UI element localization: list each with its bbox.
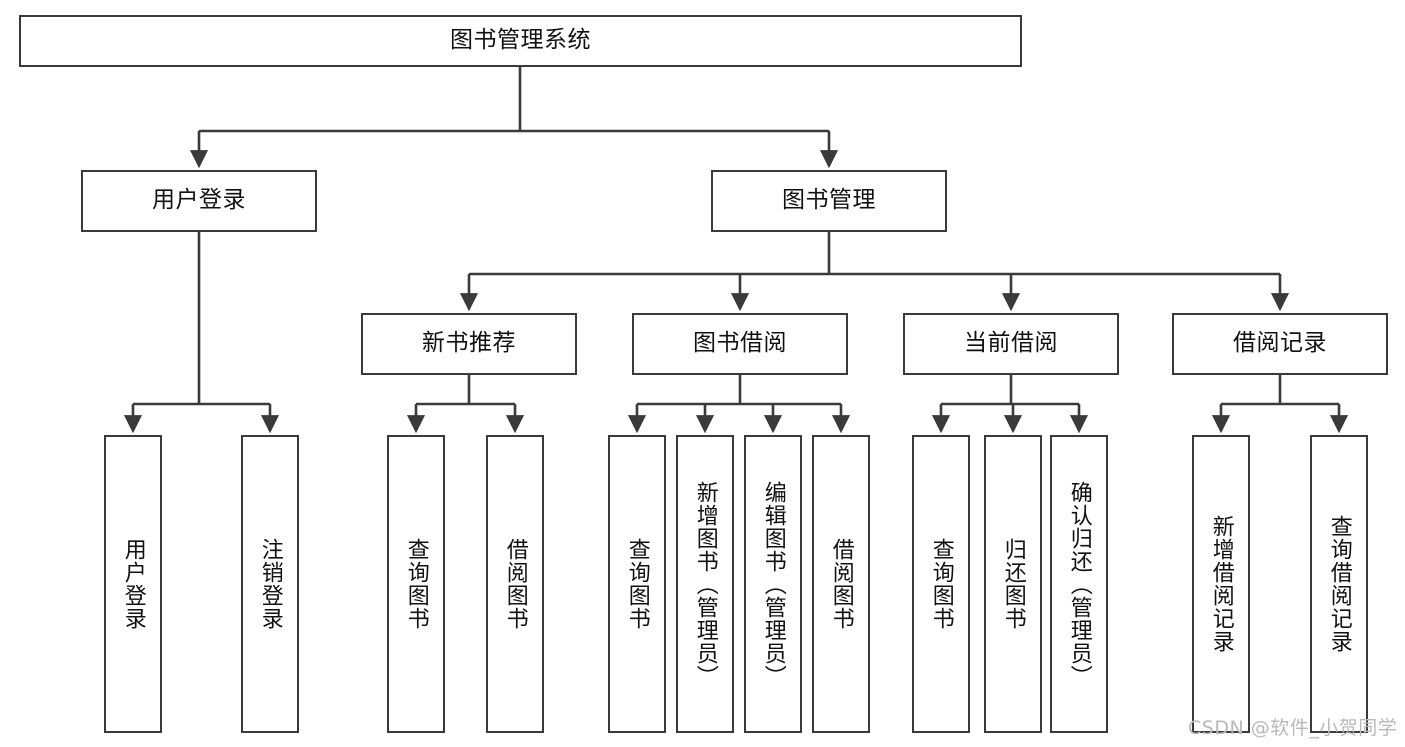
node-label: 图书借阅 (693, 330, 787, 357)
node-leaf-2[interactable]: 注销登录 (241, 435, 299, 733)
node-leaf-3[interactable]: 查询图书 (387, 435, 445, 733)
node-leaf-5[interactable]: 查询图书 (608, 435, 666, 733)
node-label: 图书管理系统 (450, 27, 591, 54)
node-leaf-6[interactable]: 新增图书（管理员） (676, 435, 734, 733)
node-login[interactable]: 用户登录 (81, 170, 317, 232)
node-label: 新增图书（管理员） (692, 480, 718, 688)
node-records[interactable]: 借阅记录 (1172, 313, 1388, 375)
node-label: 查询图书 (403, 538, 429, 630)
node-leaf-10[interactable]: 归还图书 (984, 435, 1042, 733)
node-label: 图书管理 (782, 187, 876, 214)
node-root[interactable]: 图书管理系统 (19, 15, 1022, 67)
node-label: 编辑图书（管理员） (760, 480, 786, 688)
node-leaf-4[interactable]: 借阅图书 (486, 435, 544, 733)
node-leaf-11[interactable]: 确认归还（管理员） (1050, 435, 1108, 733)
node-label: 新增借阅记录 (1208, 515, 1234, 653)
node-borrow[interactable]: 图书借阅 (632, 313, 848, 375)
node-leaf-1[interactable]: 用户登录 (104, 435, 162, 733)
node-bookmgmt[interactable]: 图书管理 (711, 170, 947, 232)
node-label: 注销登录 (257, 538, 283, 630)
node-label: 当前借阅 (964, 330, 1058, 357)
node-leaf-7[interactable]: 编辑图书（管理员） (744, 435, 802, 733)
node-label: 查询图书 (928, 538, 954, 630)
node-label: 确认归还（管理员） (1066, 480, 1092, 688)
node-label: 查询图书 (624, 538, 650, 630)
node-label: 用户登录 (152, 187, 246, 214)
node-leaf-13[interactable]: 查询借阅记录 (1310, 435, 1368, 733)
node-leaf-12[interactable]: 新增借阅记录 (1192, 435, 1250, 733)
node-newbooks[interactable]: 新书推荐 (361, 313, 577, 375)
node-leaf-9[interactable]: 查询图书 (912, 435, 970, 733)
node-current[interactable]: 当前借阅 (903, 313, 1119, 375)
node-label: 借阅图书 (502, 538, 528, 630)
node-label: 查询借阅记录 (1326, 515, 1352, 653)
node-label: 新书推荐 (422, 330, 516, 357)
node-leaf-8[interactable]: 借阅图书 (812, 435, 870, 733)
node-label: 归还图书 (1000, 538, 1026, 630)
node-label: 借阅记录 (1233, 330, 1327, 357)
csdn-watermark: CSDN @软件_小贺同学 (1188, 717, 1398, 739)
node-label: 用户登录 (120, 538, 146, 630)
node-label: 借阅图书 (828, 538, 854, 630)
